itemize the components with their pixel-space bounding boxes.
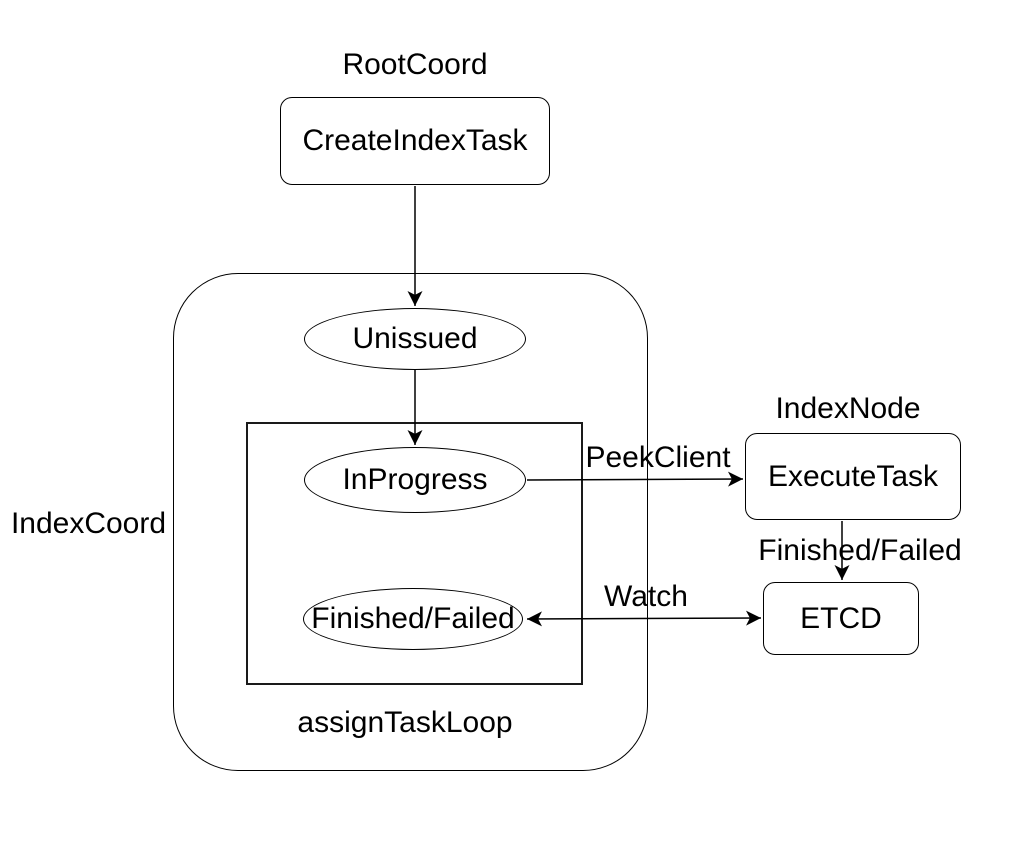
state-finished-failed: Finished/Failed	[303, 588, 523, 650]
node-etcd-label: ETCD	[800, 601, 882, 635]
state-in-progress: InProgress	[304, 447, 526, 513]
node-etcd: ETCD	[763, 582, 919, 655]
node-execute-task-label: ExecuteTask	[767, 459, 939, 493]
node-execute-task: ExecuteTask	[745, 433, 961, 520]
edge-label-finished-failed: Finished/Failed	[758, 534, 962, 567]
node-create-index-task: CreateIndexTask	[280, 97, 550, 185]
state-unissued: Unissued	[304, 308, 526, 370]
index-node-group-label: IndexNode	[775, 392, 921, 425]
node-create-index-task-label: CreateIndexTask	[302, 124, 528, 157]
state-unissued-label: Unissued	[352, 322, 478, 355]
root-coord-group-label: RootCoord	[342, 48, 488, 81]
assign-task-loop-label: assignTaskLoop	[297, 706, 513, 739]
index-coord-container	[173, 273, 648, 771]
state-finished-failed-label: Finished/Failed	[311, 602, 515, 635]
edge-label-peek-client: PeekClient	[585, 441, 731, 474]
edge-label-watch: Watch	[604, 580, 688, 613]
state-in-progress-label: InProgress	[342, 463, 488, 496]
index-coord-group-label: IndexCoord	[10, 507, 167, 540]
